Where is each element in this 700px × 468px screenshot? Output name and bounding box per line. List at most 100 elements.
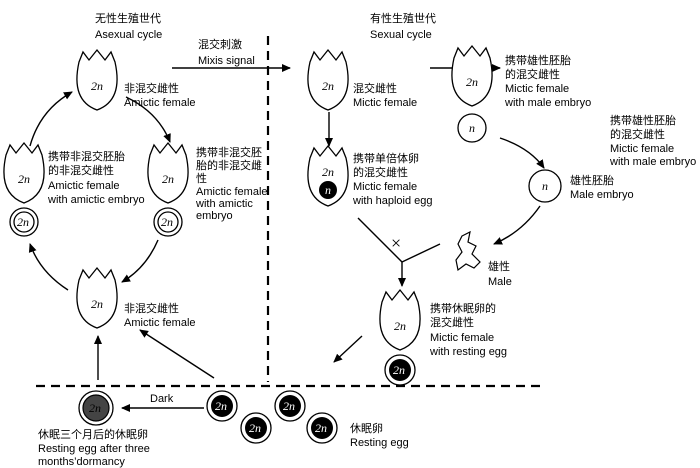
haploid-label-zh-1: 携带单倍体卵 [353,151,419,165]
mixis-signal-label-en: Mixis signal [198,55,255,67]
ploidy-label: 2n [393,363,405,377]
cross-mark: × [391,233,401,253]
male-rotifer [455,230,481,272]
asexual-cycle-label-en: Asexual cycle [95,29,162,41]
arrow-resting-to-amictic [139,329,215,379]
haploid-label-en-1: Mictic female [353,181,417,193]
mictic-female-with-male-embryo: 2n [451,44,493,107]
male-embryo-female-dup-en-2: with male embryo [609,156,696,168]
amictic-female-with-embryo-left: 2n [3,141,45,204]
left-embryo-label-en-1: Amictic female [48,180,120,192]
ploidy-label: 2n [91,297,103,311]
male-embryo-female-zh-2: 的混交雌性 [505,67,560,81]
sexual-cycle-label-zh: 有性生殖世代 [370,11,436,25]
ploidy-label: 2n [322,79,334,93]
right-embryo-label-en-3: embryo [196,210,233,222]
male-embryo-female-dup-en-1: Mictic female [610,143,674,155]
right-embryo-label-zh-2: 胎的非混交雌 [196,158,262,172]
left-embryo-label-zh-1: 携带非混交胚胎 [48,149,125,163]
ploidy-label: 2n [89,401,101,415]
male-zh: 雄性 [488,259,510,273]
sexual-cycle-label-en: Sexual cycle [370,29,432,41]
dormancy-label-zh: 休眠三个月后的休眠卵 [38,427,148,441]
ploidy-label: n [325,183,331,197]
haploid-egg [319,181,337,199]
ploidy-label: 2n [17,215,29,229]
mictic-female-en: Mictic female [353,97,417,109]
resting-female-en-1: Mictic female [430,332,494,344]
fertilization-junction [357,217,441,287]
arrow-left-to-top [29,91,73,147]
mixis-signal-label-zh: 混交刺激 [198,37,242,51]
resting-egg: 2n [206,390,238,422]
male-embryo: n [528,169,562,203]
left-embryo-label-zh-2: 的非混交雌性 [48,163,114,177]
arrow-to-male-embryo [499,137,545,169]
male-embryo-in-female: n [457,113,487,143]
amictic-female-bottom: 2n [76,266,118,329]
asexual-cycle-label-zh: 无性生殖世代 [95,11,161,25]
ploidy-label: n [469,121,475,135]
amictic-female-top-en: Amictic female [124,97,196,109]
male-embryo-female-en-1: Mictic female [505,83,569,95]
dark-label: Dark [150,393,174,405]
ploidy-label: 2n [322,165,334,179]
male-embryo-female-zh-1: 携带雄性胚胎 [505,53,571,67]
resting-egg: 2n [274,390,306,422]
resting-female-zh-1: 携带休眠卵的 [430,301,496,315]
amictic-embryo-right: 2n [153,207,183,237]
amictic-female-top-zh: 非混交雌性 [124,81,179,95]
arrow-right-to-bottom [121,239,159,283]
arrow-top-to-right [125,96,171,143]
ploidy-label: 2n [18,172,30,186]
haploid-label-zh-2: 的混交雌性 [353,165,408,179]
ploidy-label: 2n [162,172,174,186]
ploidy-label: 2n [249,421,261,435]
ploidy-label: 2n [161,215,173,229]
ploidy-label: 2n [466,75,478,89]
amictic-female-top: 2n [76,48,118,111]
resting-female-en-2: with resting egg [429,346,507,358]
mictic-female-with-haploid-egg: 2n n [307,144,349,207]
mictic-female: 2n [307,48,349,111]
amictic-female-bottom-en: Amictic female [124,317,196,329]
ploidy-label: n [542,179,548,193]
amictic-female-bottom-zh: 非混交雌性 [124,301,179,315]
right-embryo-label-zh-1: 携带非混交胚 [196,145,262,159]
resting-egg-zh: 休眠卵 [350,422,383,435]
dormancy-label-en-1: Resting egg after three [38,443,150,455]
male-en: Male [488,276,512,288]
resting-female-zh-2: 混交雌性 [430,315,474,329]
ploidy-label: 2n [315,421,327,435]
left-embryo-label-en-2: with amictic embryo [47,194,145,206]
dormancy-label-en-2: months’dormancy [38,456,125,468]
arrow-to-resting-eggs [333,335,363,363]
male-embryo-zh: 雄性胚胎 [570,173,614,187]
right-embryo-label-en-1: Amictic female [196,186,268,198]
ploidy-label: 2n [283,399,295,413]
male-embryo-female-en-2: with male embryo [504,97,591,109]
right-embryo-label-en-2: with amictic [195,198,253,210]
right-embryo-label-zh-3: 性 [196,171,207,185]
resting-egg-after-dormancy: 2n [78,390,114,426]
ploidy-label: 2n [394,319,406,333]
arrow-bottom-to-left [28,243,69,291]
male-embryo-female-dup-zh-2: 的混交雌性 [610,127,665,141]
mictic-female-with-resting-egg: 2n [379,288,421,351]
amictic-female-with-embryo-right: 2n [147,141,189,204]
male-embryo-female-dup-zh-1: 携带雄性胚胎 [610,113,676,127]
haploid-label-en-2: with haploid egg [352,195,433,207]
ploidy-label: 2n [215,399,227,413]
resting-egg: 2n [306,412,338,444]
male-embryo-en: Male embryo [570,189,634,201]
resting-egg: 2n [240,412,272,444]
mictic-female-zh: 混交雌性 [353,81,397,95]
resting-egg-en: Resting egg [350,437,409,449]
resting-eggs-cluster: 2n 2n 2n 2n [206,390,338,444]
amictic-embryo-left: 2n [9,207,39,237]
resting-egg-in-female: 2n [384,354,416,386]
arrow-embryo-to-male [493,205,541,245]
ploidy-label: 2n [91,79,103,93]
